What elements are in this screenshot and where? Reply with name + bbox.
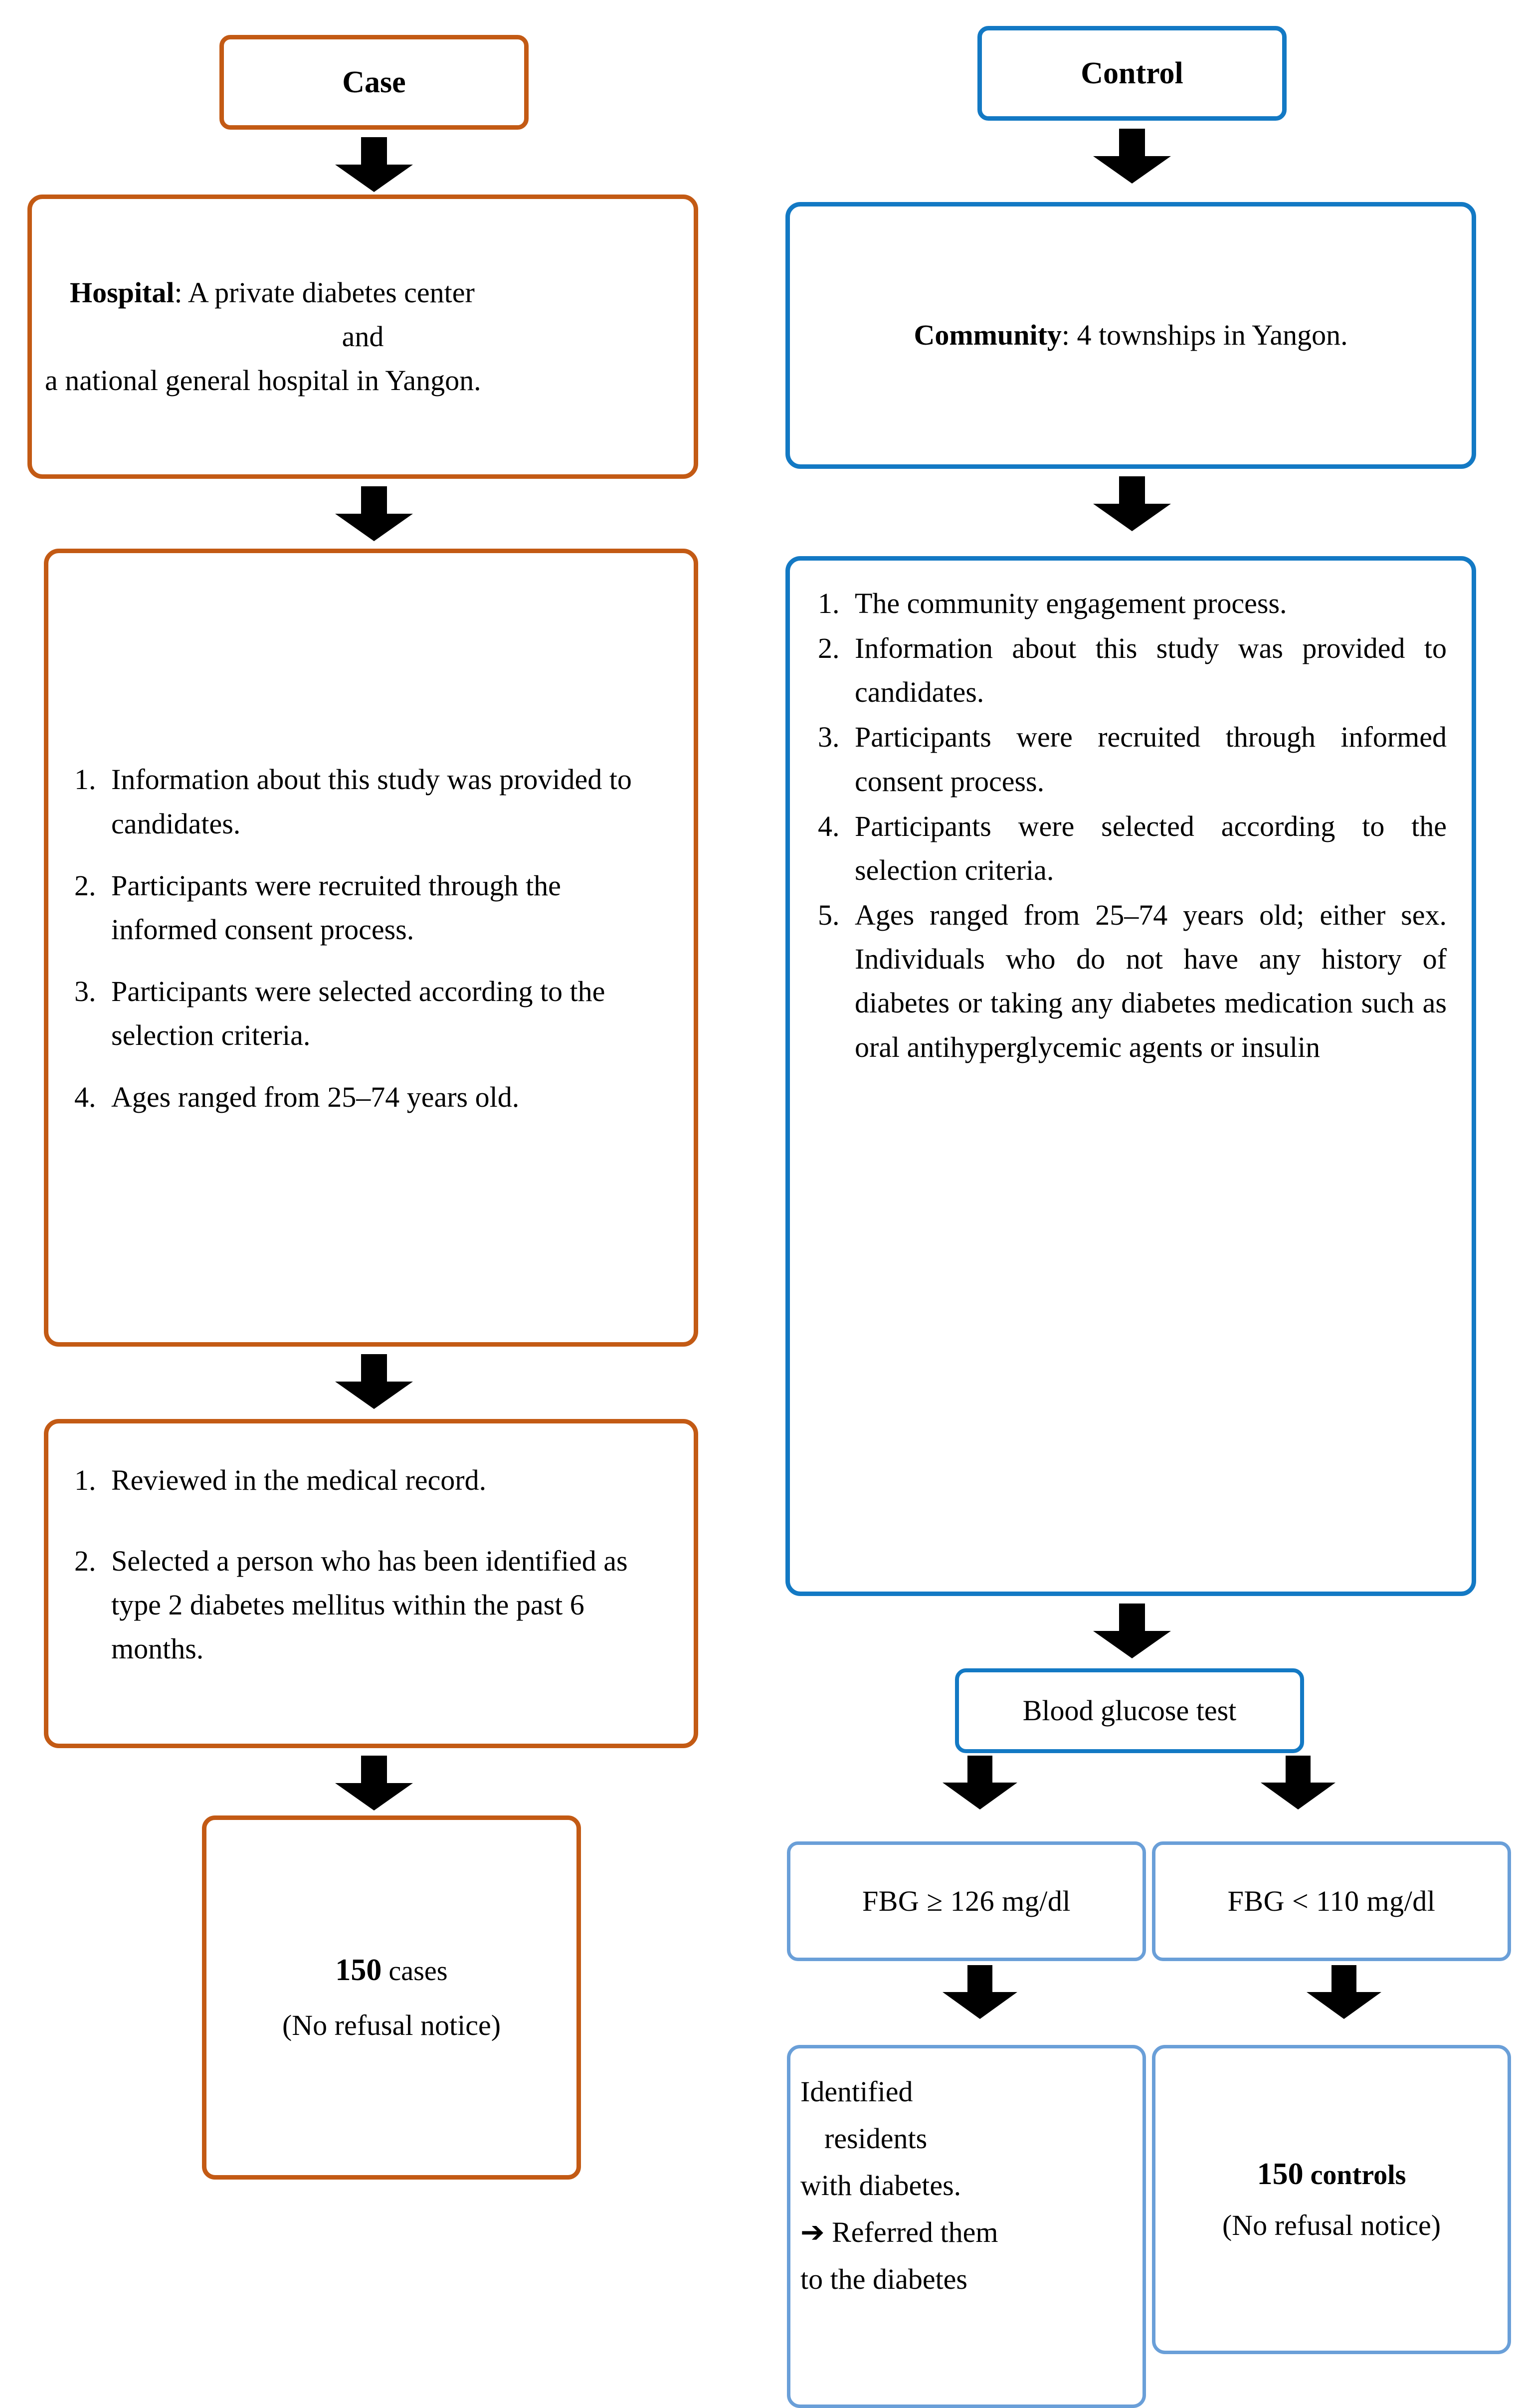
- control-recruitment-box[interactable]: 1. The community engagement process. 2. …: [785, 556, 1476, 1596]
- case-recruitment-list: 1. Information about this study was prov…: [48, 758, 694, 1137]
- case-recruitment-box[interactable]: 1. Information about this study was prov…: [44, 549, 698, 1347]
- outcome-line-1: Identified: [800, 2075, 913, 2108]
- list-item: 5. Ages ranged from 25–74 years old; eit…: [818, 899, 1447, 1063]
- list-item: 3. Participants were recruited through i…: [818, 721, 1447, 798]
- control-setting-text: Community: 4 townships in Yangon.: [790, 313, 1472, 357]
- arrow-case-header-to-setting: [335, 137, 413, 192]
- case-setting-box[interactable]: Hospital: A private diabetes center and …: [27, 195, 698, 479]
- arrow-control-header-to-setting: [1093, 129, 1171, 184]
- case-result-note: (No refusal notice): [282, 2009, 501, 2042]
- case-setting-text: Hospital: A private diabetes center and …: [32, 271, 694, 402]
- control-setting-rest: : 4 townships in Yangon.: [1061, 319, 1348, 352]
- outcome-line-3: with diabetes.: [800, 2169, 961, 2202]
- arrow-control-high-to-outcome: [943, 1965, 1017, 2019]
- case-header-box[interactable]: Case: [219, 35, 529, 130]
- case-setting-label: Hospital: [70, 276, 175, 309]
- arrow-case-recruitment-to-record: [335, 1354, 413, 1409]
- control-recruitment-list: 1. The community engagement process. 2. …: [790, 582, 1472, 1070]
- outcome-line-2: residents: [824, 2122, 928, 2155]
- control-result-count: 150 controls: [1257, 2157, 1406, 2191]
- control-branch-low-box[interactable]: FBG < 110 mg/dl: [1152, 1841, 1511, 1961]
- outcome-line-4: ➔ Referred them: [800, 2215, 998, 2248]
- control-test-box[interactable]: Blood glucose test: [955, 1668, 1304, 1753]
- case-setting-line2: and: [342, 320, 384, 353]
- case-setting-line3: a national general hospital in Yangon.: [45, 364, 481, 397]
- control-header-box[interactable]: Control: [977, 26, 1287, 121]
- control-result-note: (No refusal notice): [1222, 2209, 1441, 2242]
- list-item: 4. Ages ranged from 25–74 years old.: [74, 1081, 520, 1114]
- control-outcome-low-box[interactable]: 150 controls (No refusal notice): [1152, 2045, 1511, 2354]
- list-item: 2. Selected a person who has been identi…: [74, 1545, 628, 1665]
- outcome-line-5: to the diabetes: [800, 2262, 968, 2295]
- control-outcome-high-box[interactable]: Identified residents with diabetes. ➔ Re…: [787, 2045, 1146, 2408]
- arrow-control-setting-to-recruitment: [1093, 476, 1171, 531]
- list-item: 1. The community engagement process.: [818, 587, 1287, 619]
- list-item: 2. Information about this study was prov…: [818, 632, 1447, 709]
- control-outcome-high-text: Identified residents with diabetes. ➔ Re…: [790, 2068, 1142, 2303]
- arrow-control-test-to-high: [943, 1756, 1017, 1809]
- control-header-label: Control: [1081, 56, 1183, 90]
- list-item: 3. Participants were selected according …: [74, 975, 605, 1052]
- control-setting-box[interactable]: Community: 4 townships in Yangon.: [785, 202, 1476, 469]
- case-result-box[interactable]: 150 cases (No refusal notice): [202, 1815, 581, 2180]
- control-branch-low-label: FBG < 110 mg/dl: [1227, 1885, 1436, 1918]
- control-branch-high-box[interactable]: FBG ≥ 126 mg/dl: [787, 1841, 1146, 1961]
- case-setting-line1: : A private diabetes center: [174, 276, 475, 309]
- list-item: 2. Participants were recruited through t…: [74, 869, 561, 946]
- control-setting-label: Community: [914, 319, 1062, 352]
- case-header-label: Case: [342, 65, 406, 99]
- arrow-case-setting-to-recruitment: [335, 486, 413, 541]
- case-record-list: 1. Reviewed in the medical record. 2. Se…: [48, 1458, 694, 1708]
- case-result-count: 150 cases: [335, 1953, 448, 1987]
- list-item: 4. Participants were selected according …: [818, 809, 1447, 886]
- case-record-box[interactable]: 1. Reviewed in the medical record. 2. Se…: [44, 1419, 698, 1748]
- arrow-control-low-to-outcome: [1307, 1965, 1381, 2019]
- control-test-label: Blood glucose test: [1022, 1694, 1237, 1727]
- control-branch-high-label: FBG ≥ 126 mg/dl: [862, 1885, 1071, 1918]
- arrow-case-record-to-result: [335, 1756, 413, 1810]
- arrow-control-recruitment-to-test: [1093, 1604, 1171, 1658]
- list-item: 1. Reviewed in the medical record.: [74, 1464, 487, 1496]
- list-item: 1. Information about this study was prov…: [74, 763, 632, 840]
- arrow-control-test-to-low: [1261, 1756, 1335, 1809]
